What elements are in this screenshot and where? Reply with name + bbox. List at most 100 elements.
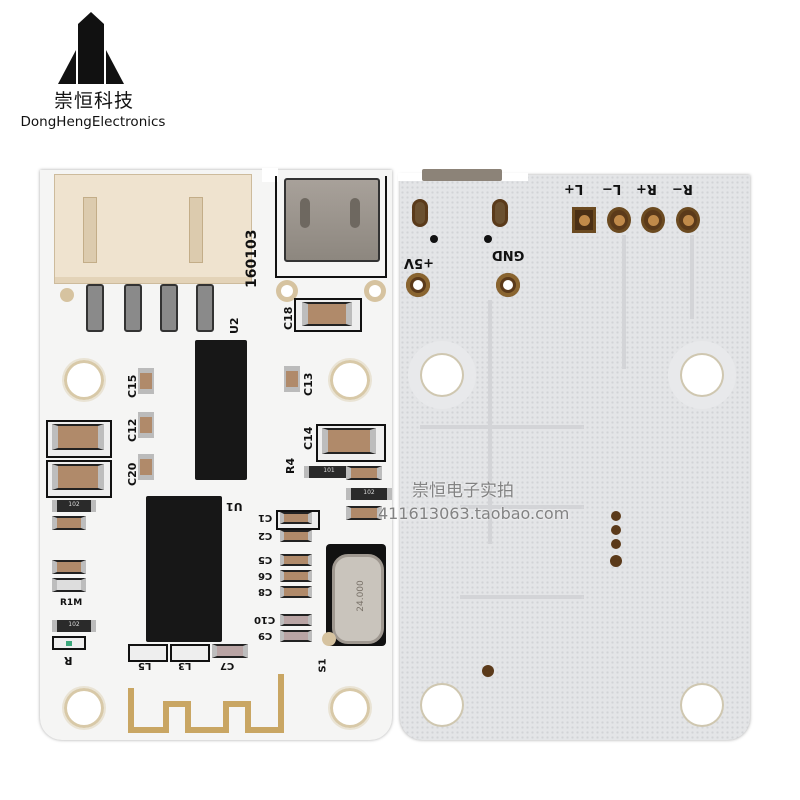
connector-latch-right [189, 197, 203, 263]
usb-edge [422, 169, 502, 181]
c9-label: C9 [258, 630, 273, 641]
board-notch [262, 168, 278, 182]
capacitor-c14 [322, 428, 376, 454]
pcb-trace [460, 505, 584, 509]
c6-label: C6 [258, 570, 273, 581]
status-led [52, 636, 86, 650]
l-minus-label: L− [602, 181, 622, 196]
pcb-trace [420, 425, 584, 429]
mounting-hole [422, 355, 462, 395]
capacitor-c9 [280, 630, 312, 642]
via [484, 235, 492, 243]
front-pcb-board: 160103 U2 C18 C15 C12 C20 C13 C14 R4 101… [40, 168, 392, 740]
via-pad [611, 511, 621, 521]
watermark-shop-name: 崇恒电子实拍 [412, 481, 514, 501]
c1-label: C1 [258, 512, 273, 523]
r1m-label: R1M [60, 598, 83, 608]
capacitor-c12 [138, 412, 154, 438]
triangle-mountain-logo-icon [58, 12, 124, 84]
back-pcb-board: L+ L− R+ R− +5V GND [398, 169, 750, 740]
via [430, 235, 438, 243]
pcb-trace [488, 300, 492, 544]
mounting-hole [330, 360, 370, 400]
solder-pad [60, 288, 74, 302]
r4-label: R4 [284, 457, 297, 474]
solder-pad [322, 632, 336, 646]
c10-label: C10 [254, 614, 276, 625]
connector-pin [160, 284, 178, 332]
bluetooth-ic-u1 [146, 496, 222, 642]
gnd-pad [496, 273, 520, 297]
vcc-pad [406, 273, 430, 297]
c2-label: C2 [258, 530, 273, 541]
via-pad [611, 525, 621, 535]
brand-english-name: DongHengElectronics [20, 114, 166, 130]
inductor-l3 [170, 644, 210, 662]
pcb-antenna [128, 674, 284, 733]
mounting-hole [64, 688, 104, 728]
mounting-hole [422, 685, 462, 725]
date-code-label: 160103 [244, 229, 260, 288]
micro-usb-port [284, 178, 380, 262]
via-pad [482, 665, 494, 677]
mounting-hole [682, 685, 722, 725]
watermark-shop-url: 411613063.taobao.com [378, 504, 570, 523]
r-plus-label: R+ [636, 181, 657, 196]
pcb-trace [690, 235, 694, 319]
l-plus-pad [572, 207, 596, 233]
r-plus-pad [641, 207, 665, 233]
capacitor-c15 [138, 368, 154, 394]
usb-mount-pad [492, 199, 508, 227]
s1-label: S1 [317, 658, 329, 673]
led-r-label: R [64, 654, 73, 667]
capacitor-c1 [280, 512, 312, 524]
gnd-label: GND [492, 247, 525, 262]
connector-pin [196, 284, 214, 332]
connector-pin [86, 284, 104, 332]
vcc-label: +5V [404, 255, 434, 270]
resistor-102: 102 [52, 620, 96, 632]
u2-label: U2 [228, 317, 241, 334]
pcb-trace [460, 595, 584, 599]
capacitor-c10 [280, 614, 312, 626]
crystal-oscillator: 24.000 [332, 554, 384, 644]
u1-label: U1 [226, 500, 243, 513]
capacitor-large [52, 424, 104, 450]
via-pad [611, 539, 621, 549]
c14-label: C14 [302, 426, 315, 450]
usb-tab [350, 198, 360, 228]
c8-label: C8 [258, 586, 273, 597]
usb-silk-outline [275, 176, 387, 278]
capacitor-c6 [280, 570, 312, 582]
connector-pin [124, 284, 142, 332]
usb-tab [300, 198, 310, 228]
capacitor-c7 [212, 644, 248, 658]
capacitor-small [346, 506, 382, 520]
r-minus-label: R− [672, 181, 693, 196]
inductor-l5 [128, 644, 168, 662]
resistor-102: 102 [346, 488, 392, 500]
mounting-hole [64, 360, 104, 400]
resistor-small [52, 578, 86, 592]
crystal-marking: 24.000 [355, 580, 366, 612]
amplifier-ic-u2 [195, 340, 247, 480]
l-minus-pad [607, 207, 631, 233]
mounting-hole [682, 355, 722, 395]
capacitor-c8 [280, 586, 312, 598]
solder-pad [364, 280, 386, 302]
mounting-hole [330, 688, 370, 728]
l-plus-label: L+ [564, 181, 584, 196]
resistor-102: 102 [52, 500, 96, 512]
solder-pad [276, 280, 298, 302]
capacitor-large [52, 464, 104, 490]
capacitor-c18 [302, 302, 352, 326]
pcb-trace [622, 235, 626, 369]
capacitor-c13 [284, 366, 300, 392]
capacitor-small [52, 560, 86, 574]
usb-mount-pad [412, 199, 428, 227]
connector-latch-left [83, 197, 97, 263]
c13-label: C13 [302, 372, 315, 396]
capacitor-small [52, 516, 86, 530]
capacitor-small [346, 466, 382, 480]
capacitor-c20 [138, 454, 154, 480]
